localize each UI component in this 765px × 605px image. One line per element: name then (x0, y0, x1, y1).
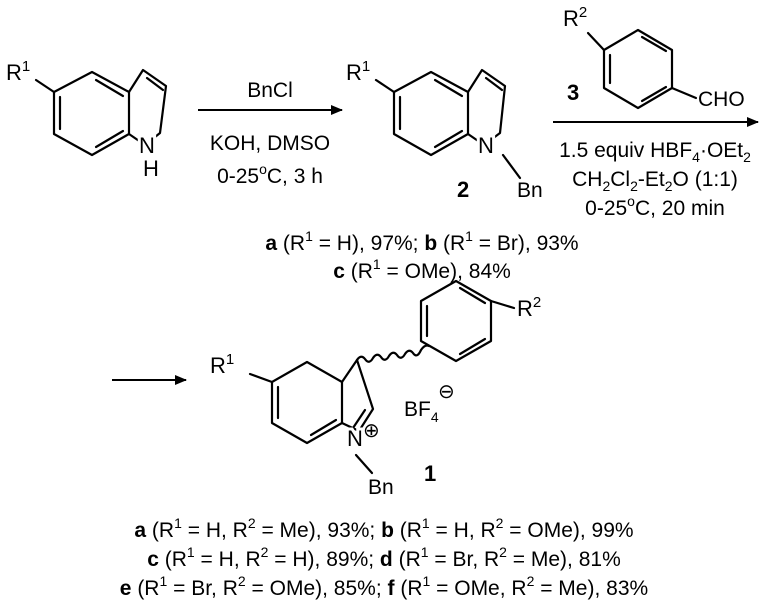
step2-conditions-2: CH2Cl2-Et2O (1:1) (572, 168, 738, 194)
step1-conditions-1: KOH, DMSO (210, 132, 330, 155)
product-1-r1: R1 (210, 351, 234, 378)
step2-conditions-1: 1.5 equiv HBF4·OEt2 (559, 139, 751, 165)
product-1-n-mask: N (347, 426, 363, 451)
results-line1: a (R1 = H, R2 = Me), 93%; b (R1 = H, R2 … (134, 515, 633, 542)
step1-conditions-2: 0-25oC, 3 h (217, 161, 323, 188)
aldehyde-3-label: 3 (567, 80, 579, 105)
compound-2-yields-line1: a (R1 = H), 97%; b (R1 = Br), 93% (265, 228, 578, 255)
compound-2-structure (374, 68, 522, 180)
product-1-structure (248, 279, 516, 475)
indole-h-label: H (143, 156, 159, 181)
product-1-n: N (347, 426, 363, 451)
aldehyde-3-structure (586, 28, 698, 110)
results-line3: e (R1 = Br, R2 = OMe), 85%; f (R1 = OMe,… (120, 573, 648, 600)
aldehyde-r2: R2 (563, 4, 587, 31)
starting-indole-structure (34, 68, 168, 157)
indole-n-label: N (139, 133, 155, 158)
step1-reagent: BnCl (247, 79, 293, 102)
compound-2-n: N (478, 133, 494, 158)
compound-2-label: 2 (457, 177, 469, 202)
compound-2-r1: R1 (346, 58, 370, 85)
product-1-counterion: BF4 (404, 398, 439, 425)
aldehyde-cho: CHO (698, 88, 745, 111)
product-1-minus-charge: ⊖ (438, 381, 455, 403)
product-1-label: 1 (424, 461, 436, 486)
compound-2-n-mask: N (478, 133, 494, 158)
indole-r1-label: R1 (6, 58, 30, 85)
product-1-bn: Bn (368, 476, 394, 499)
compound-2-bn: Bn (517, 179, 543, 202)
product-1-r2: R2 (517, 294, 541, 321)
indole-n-mask: N (139, 133, 155, 158)
results-line2: c (R1 = H, R2 = H), 89%; d (R1 = Br, R2 … (147, 544, 621, 571)
compound-2-yields-line2: c (R1 = OMe), 84% (333, 256, 511, 283)
step2-conditions-3: 0-25oC, 20 min (585, 193, 725, 220)
product-1-plus-charge: ⊕ (363, 420, 380, 442)
